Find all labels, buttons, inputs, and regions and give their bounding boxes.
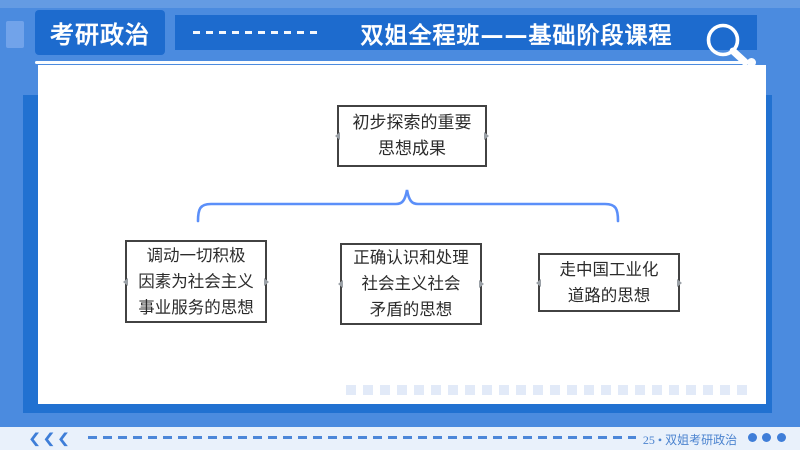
diagram-node-mobilize-factors: 调动一切积极 因素为社会主义 事业服务的思想 xyxy=(123,240,269,323)
node-text-line: 事业服务的思想 xyxy=(138,297,254,317)
footer-chevrons-icon: ❮❮❮ xyxy=(28,430,72,447)
node-text-line: 社会主义社会 xyxy=(361,274,461,293)
node-text-line: 调动一切积极 xyxy=(146,245,246,265)
subject-badge-label: 考研政治 xyxy=(50,21,150,49)
node-text-line: 矛盾的思想 xyxy=(369,300,453,319)
header-band: 双姐全程班——基础阶段课程 xyxy=(175,15,757,50)
header-underline-end-dot xyxy=(747,58,756,67)
header-dashed-line xyxy=(193,31,320,34)
card-squares-decoration xyxy=(346,385,750,395)
footer-page-label: 25 • 双姐考研政治 xyxy=(642,433,738,447)
footer-dot xyxy=(748,433,757,442)
node-text-line: 思想成果 xyxy=(378,139,446,159)
footer-dot xyxy=(762,433,771,442)
node-text-line: 初步探索的重要 xyxy=(352,113,472,133)
badge-accent-square xyxy=(6,21,24,48)
subject-badge: 考研政治 xyxy=(35,10,165,55)
footer-dashed-line xyxy=(88,436,636,439)
course-title: 双姐全程班——基础阶段课程 xyxy=(360,22,673,49)
diagram-node-industrialization-road: 走中国工业化 道路的思想 xyxy=(536,253,682,312)
footer-dot xyxy=(777,433,786,442)
diagram-node-root: 初步探索的重要 思想成果 xyxy=(335,105,489,167)
node-text-line: 因素为社会主义 xyxy=(138,271,254,291)
magnifier-icon xyxy=(700,22,752,70)
node-text-line: 走中国工业化 xyxy=(559,259,659,279)
top-highlight-strip xyxy=(0,0,800,8)
diagram-node-handle-contradictions: 正确认识和处理 社会主义社会 矛盾的思想 xyxy=(338,243,484,325)
header-underline xyxy=(35,61,745,64)
node-text-line: 道路的思想 xyxy=(567,285,651,305)
node-text-line: 正确认识和处理 xyxy=(353,248,469,267)
